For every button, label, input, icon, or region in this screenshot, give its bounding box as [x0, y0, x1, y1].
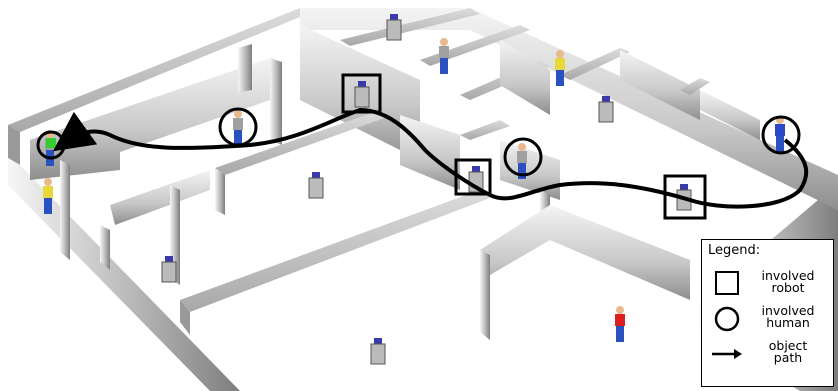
- robot: [599, 96, 613, 122]
- legend-circle-icon: [706, 301, 746, 335]
- legend-box: Legend: involved robot involved human ob…: [701, 239, 834, 387]
- wall: [480, 250, 490, 340]
- wall: [110, 170, 210, 225]
- human: [233, 110, 243, 146]
- legend-item-robot: involved robot: [702, 266, 833, 300]
- wall: [238, 44, 252, 92]
- legend-title: Legend:: [708, 243, 760, 258]
- wall: [180, 190, 490, 312]
- human: [439, 38, 449, 74]
- legend-square-icon: [706, 266, 746, 300]
- wall: [8, 158, 240, 391]
- robot: [309, 172, 323, 198]
- legend-item-human: involved human: [702, 301, 833, 335]
- legend-item-path: object path: [702, 336, 833, 370]
- legend-path-line2: path: [744, 352, 832, 364]
- human: [555, 50, 565, 86]
- human: [43, 178, 53, 214]
- wall: [270, 58, 282, 145]
- carried-object: [46, 138, 56, 148]
- wall: [460, 120, 510, 140]
- wall: [8, 125, 20, 165]
- human: [775, 116, 785, 152]
- legend-arrow-icon: [706, 336, 746, 370]
- wall: [60, 160, 70, 260]
- wall: [480, 205, 690, 300]
- robot: [371, 338, 385, 364]
- legend-human-line2: human: [744, 317, 832, 329]
- legend-robot-line2: robot: [744, 282, 832, 294]
- wall: [215, 168, 225, 215]
- human: [615, 306, 625, 342]
